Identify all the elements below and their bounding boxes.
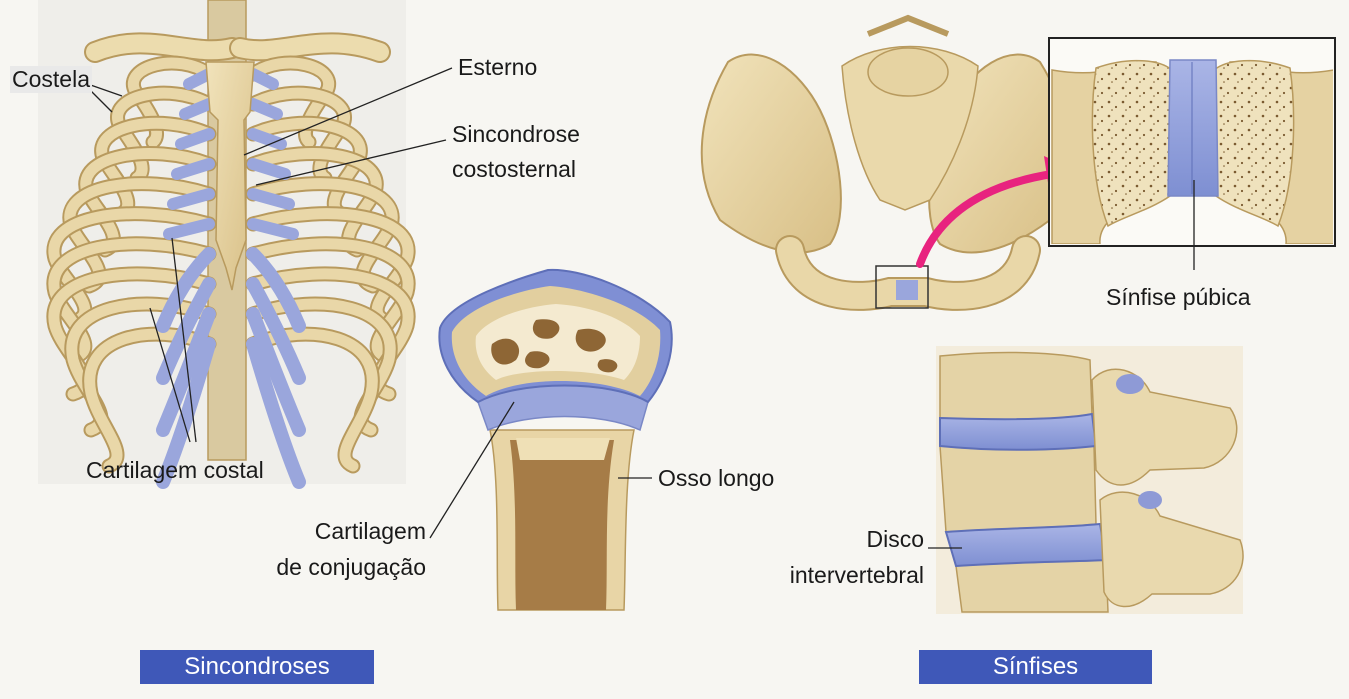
label-costela: Costela: [10, 66, 92, 93]
costal-cartilage-right-8: [246, 277, 306, 385]
costal-cartilage-right-9: [246, 307, 306, 437]
costal-cartilage-left-5: [167, 188, 215, 210]
label-cartilagem-2: de conjugação: [276, 554, 426, 580]
label-cartilagem-1: Cartilagem: [314, 518, 426, 544]
costal-cartilage-left-9: [156, 307, 216, 437]
costal-cartilage-right: [246, 68, 306, 489]
disc-upper: [939, 412, 1098, 451]
long-bone: [438, 268, 673, 611]
ribs-right: [245, 55, 416, 474]
label-esterno: Esterno: [458, 54, 538, 80]
rib-left-2: [112, 87, 215, 184]
costal-cartilage-left-4: [171, 158, 215, 180]
rib-left-10: [84, 328, 215, 472]
ribs-left: [46, 55, 217, 474]
costal-cartilage-left-6: [163, 218, 215, 240]
costal-cartilage-right-1: [247, 68, 279, 90]
costal-cartilage-right-5: [247, 188, 295, 210]
rib-right-7: [247, 238, 414, 364]
rib-right-6: [247, 208, 414, 328]
rib-cage: [38, 0, 416, 489]
badge-sincondroses: Sincondroses: [140, 650, 374, 684]
label-sinfise-pubica: Sínfise púbica: [1106, 284, 1251, 310]
sternum: [205, 61, 255, 291]
costal-cartilage-right-7: [246, 247, 306, 333]
rib-left-7: [48, 238, 215, 364]
pelvis: [700, 14, 1070, 311]
disc-lower: [944, 522, 1108, 568]
costal-cartilage-right-3: [247, 128, 287, 150]
rib-right-2: [247, 87, 350, 184]
pubic-symphysis-inset: [1048, 37, 1336, 270]
label-sincondrose-1: Sincondrose: [452, 121, 580, 147]
costal-cartilage-left: [156, 68, 216, 489]
costal-cartilage-left-7: [156, 247, 216, 333]
label-disco-1: Disco: [866, 526, 924, 552]
label-disco-2: intervertebral: [789, 562, 924, 588]
zoom-box: [875, 265, 929, 309]
rib-left-6: [48, 208, 215, 328]
costal-cartilage-right-2: [247, 98, 283, 120]
label-sincondrose-2: costosternal: [452, 156, 577, 182]
symphysis-disc: [1167, 59, 1219, 197]
label-osso-longo: Osso longo: [658, 465, 775, 491]
long-bone-leaders: [429, 401, 652, 539]
rib-right-4: [247, 148, 382, 256]
badge-sinfises: Sínfises: [919, 650, 1152, 684]
costal-cartilage-right-10: [246, 337, 306, 489]
costal-cartilage-left-3: [175, 128, 215, 150]
costal-cartilage-right-4: [247, 158, 291, 180]
costal-cartilage-right-6: [247, 218, 299, 240]
rib-cage-leaders: [81, 67, 453, 443]
costal-cartilage-left-2: [179, 98, 215, 120]
label-cartilagem-costal: Cartilagem costal: [86, 457, 264, 483]
costal-cartilage-left-10: [156, 337, 216, 489]
vertebral-column: [936, 346, 1244, 614]
rib-right-10: [247, 328, 378, 472]
rib-left-4: [80, 148, 215, 256]
pubic-symphysis-small: [896, 280, 918, 300]
